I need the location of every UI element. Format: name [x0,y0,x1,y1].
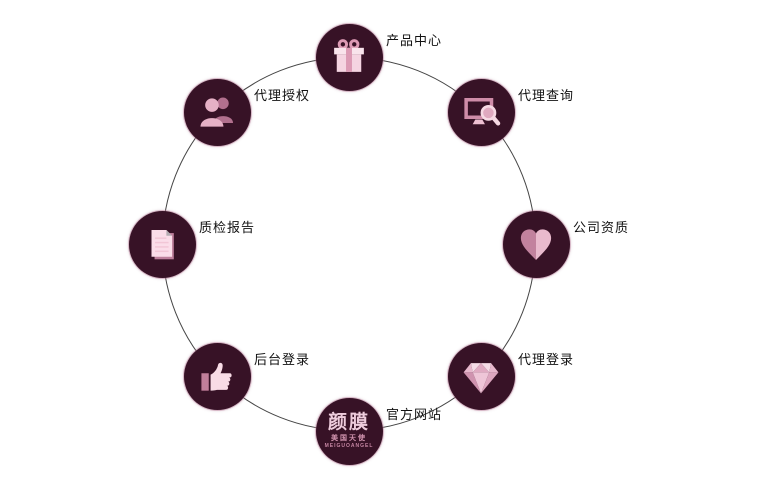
monitor-search-icon [447,78,515,146]
brand-subtitle-cn: 美国天使 [331,435,367,442]
node-label: 代理登录 [518,352,575,367]
brand-subtitle-en: MEIGUOANGEL [324,443,374,449]
node-label: 官方网站 [386,407,443,422]
brand-logo: 颜膜 美国天使 MEIGUOANGEL [315,397,383,465]
node-label: 产品中心 [386,33,443,48]
gift-icon [315,23,383,91]
heart-icon [502,210,570,278]
users-icon [183,78,251,146]
node-label: 代理授权 [254,88,311,103]
brand-name: 颜膜 [327,412,370,433]
document-icon [128,210,196,278]
node-label: 质检报告 [199,220,256,235]
node-label: 公司资质 [573,220,630,235]
diamond-icon [447,342,515,410]
node-label: 后台登录 [254,352,311,367]
thumbs-up-icon [183,342,251,410]
node-label: 代理查询 [518,88,575,103]
